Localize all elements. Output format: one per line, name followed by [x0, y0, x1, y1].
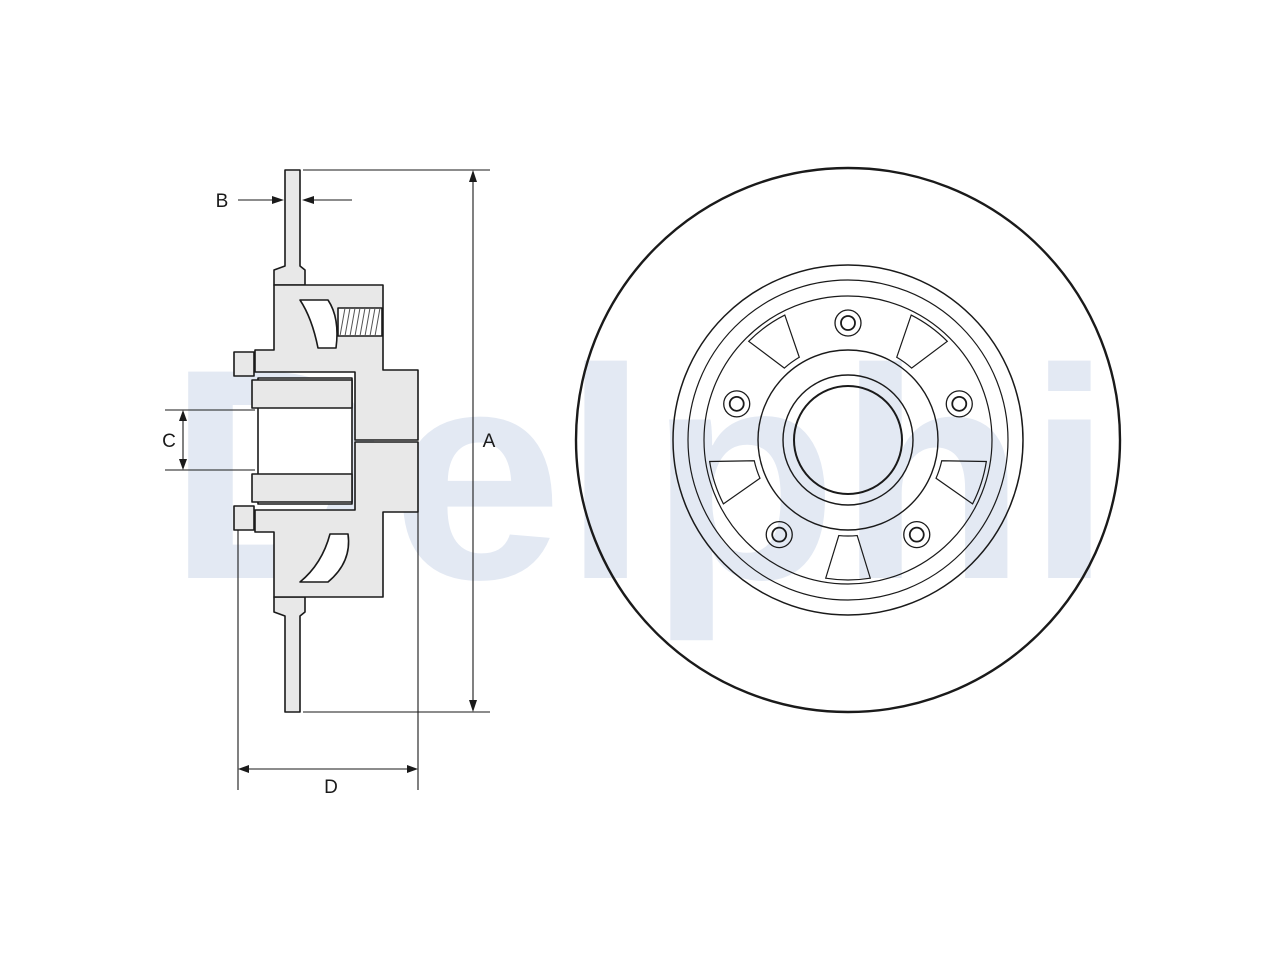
dimension-label-c: C — [162, 431, 176, 452]
disc-ring-inner-1 — [672, 264, 1024, 616]
dimension-arrowheads — [179, 170, 477, 773]
bolt-hole — [728, 395, 745, 412]
bolt-hole — [840, 315, 856, 331]
dimension-label-a: A — [483, 431, 496, 452]
bolt-hole-boss — [765, 521, 793, 549]
bolt-hole-boss — [903, 521, 931, 549]
disc-ring-bottom — [273, 596, 306, 713]
disc-ring-inner-2 — [687, 279, 1009, 601]
bearing-ring-top — [251, 379, 353, 409]
spoke-window — [895, 314, 949, 369]
bolt-hole-boss — [723, 390, 751, 418]
hub-center-outer — [757, 349, 939, 531]
bearing-cap-lower — [233, 505, 255, 531]
disc-ring-top — [273, 169, 306, 286]
bolt-holes — [723, 309, 973, 549]
spoke-window — [747, 314, 801, 369]
hub-spokes — [708, 314, 988, 581]
spoke-window — [935, 460, 988, 505]
dimension-lines — [165, 169, 490, 790]
bolt-hole-boss — [945, 390, 973, 418]
stud-thread-hatch — [339, 307, 381, 337]
hub-body-lower — [254, 441, 419, 598]
dimension-label-b: B — [216, 191, 229, 212]
lower-cavity — [299, 533, 350, 583]
front-view — [574, 166, 1122, 714]
bearing-cap-upper — [233, 351, 255, 377]
hub-center-mid — [782, 374, 914, 506]
bearing-ring-bottom — [251, 473, 353, 503]
disc-outer-edge — [574, 166, 1122, 714]
spoke-window — [824, 534, 872, 581]
dimension-label-d: D — [324, 777, 338, 798]
spoke-window — [708, 460, 761, 505]
bolt-hole-boss — [834, 309, 862, 337]
bolt-hole — [771, 526, 788, 543]
upper-cavity — [299, 299, 338, 349]
hub-flange-outer — [703, 295, 993, 585]
bolt-hole — [908, 526, 925, 543]
bolt-hole — [951, 395, 968, 412]
center-bore — [793, 385, 903, 495]
